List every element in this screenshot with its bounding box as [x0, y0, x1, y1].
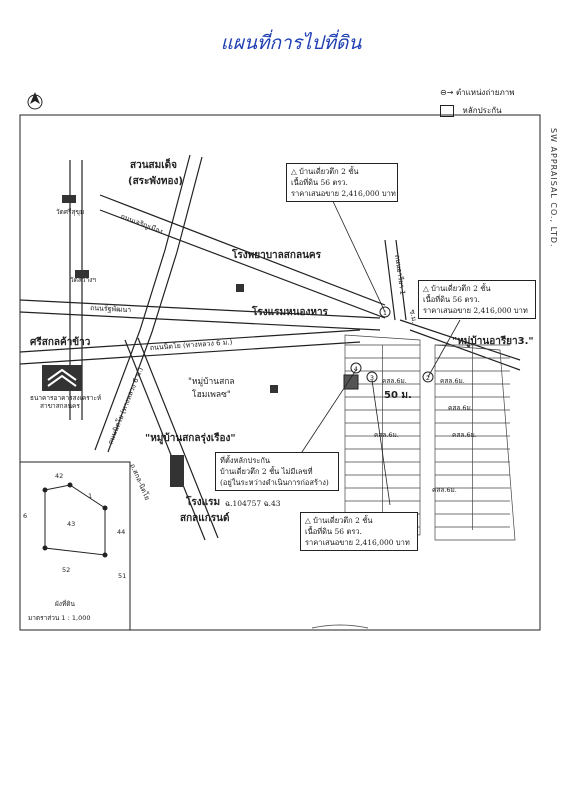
- map-frame: [19, 114, 541, 631]
- road-label-charoen: ถนนเจริญเมือง: [119, 212, 164, 235]
- label-distance: 50 ม.: [384, 390, 412, 401]
- svg-text:3: 3: [370, 374, 374, 382]
- road-label-kos-right: ถนนอารียา 1: [393, 254, 407, 295]
- inset-parcel-1: 1: [88, 492, 92, 500]
- label-wat-suk: วัดศรีสุขุม: [56, 208, 84, 216]
- inset-plan: 42 1 43 44 52 51 6 ผังที่ดิน มาตราส่วน 1…: [19, 461, 131, 631]
- inset-parcel-44: 44: [117, 528, 125, 536]
- stamp-mark: [311, 624, 369, 629]
- inset-parcel-6: 6: [23, 512, 27, 520]
- warning-triangle-icon: △: [291, 167, 297, 176]
- legend-collateral: หลักประกัน: [440, 104, 502, 117]
- label-sa-phang-thong: (สระพังทอง): [128, 175, 183, 187]
- road-label-grid3: คสล.6ม.: [448, 404, 473, 412]
- deed-number: ฉ.104757 ฉ.43: [225, 499, 281, 508]
- label-village-sakon2: โฮมเพลซ": [192, 389, 231, 400]
- square-icon: [440, 104, 454, 117]
- hotel-building: [170, 455, 184, 487]
- label-village-rung: "หมู่บ้านสกลรุ่งเรือง": [145, 432, 236, 445]
- label-hotel-nong: โรงแรมหนองหาร: [251, 305, 329, 318]
- callout-subject: ที่ตั้งหลักประกัน บ้านเดี่ยวตึก 2 ชั้น ไ…: [215, 452, 339, 491]
- callout-bottom: △ บ้านเดี่ยวตึก 2 ชั้น เนื้อที่ดิน 56 ตร…: [300, 512, 418, 551]
- label-village-arya: "หมู่บ้านอารียา3.": [452, 335, 534, 348]
- svg-text:1: 1: [383, 309, 387, 317]
- legend-photo: ⊖→ ตำแหน่งถ่ายภาพ: [440, 88, 515, 97]
- warning-triangle-icon: △: [423, 284, 429, 293]
- inset-parcel-43: 43: [67, 520, 75, 528]
- village-parcels: [344, 334, 516, 541]
- road-label-grid6: คสล.6ม.: [432, 486, 457, 494]
- warning-triangle-icon: △: [305, 516, 311, 525]
- subject-parcel: [343, 374, 359, 390]
- label-suan-somdet: สวนสมเด็จ: [130, 157, 177, 171]
- svg-text:4: 4: [354, 365, 358, 373]
- inset-parcel-52: 52: [62, 566, 70, 574]
- road-label-grid4: คสล.6ม.: [374, 431, 399, 439]
- label-hotel-grand2: สกลแกรนด์: [180, 512, 230, 524]
- road-label-kos-left: ถ.สกล-นิตโย: [128, 462, 152, 501]
- inset-parcel-51: 51: [118, 572, 126, 580]
- road-label-grid2: คสล.6ม.: [440, 377, 465, 385]
- label-market: ศรีสกลค้าข้าว: [30, 336, 91, 348]
- bank-logo-icon: [42, 365, 82, 391]
- road-charoen-mueang: [99, 194, 386, 306]
- north-arrow-icon: [27, 92, 43, 110]
- road-label-grid1: คสล.6ม.: [382, 377, 407, 385]
- label-bank-branch: สาขาสกลนคร: [40, 402, 80, 410]
- inset-caption: ผังที่ดิน: [55, 599, 75, 608]
- page-title: แผนที่การไปที่ดิน: [220, 32, 362, 54]
- road-label-sukkasem: ถนนนิตโย (ทางหลวง 6 ม.): [150, 337, 233, 352]
- callout-right: △ บ้านเดี่ยวตึก 2 ชั้น เนื้อที่ดิน 56 ตร…: [418, 280, 536, 319]
- road-label-soi-a: ซ.ม.: [408, 309, 418, 324]
- road-label-grid5: คสล.6ม.: [452, 431, 477, 439]
- label-village-sakon: "หมู่บ้านสกล: [188, 376, 235, 387]
- svg-text:2: 2: [426, 374, 430, 382]
- road-label-ratpattana: ถนนรัฐพัฒนา: [90, 304, 132, 314]
- inset-scale: มาตราส่วน 1 : 1,000: [28, 614, 91, 622]
- callout-top: △ บ้านเดี่ยวตึก 2 ชั้น เนื้อที่ดิน 56 ตร…: [286, 163, 398, 202]
- vendor-watermark: SW APPRAISAL CO., LTD.: [549, 128, 558, 248]
- label-wat-sawang: วัดสว่างฯ: [70, 276, 96, 284]
- inset-parcel-42: 42: [55, 472, 63, 480]
- marker-4: 4: [350, 362, 362, 374]
- camera-position-icon: ⊖→: [440, 88, 454, 97]
- label-hotel-grand: โรงแรม: [185, 495, 220, 508]
- label-hospital: โรงพยาบาลสกลนคร: [231, 248, 322, 261]
- building-icons: [62, 195, 278, 393]
- label-bank: ธนาคารอาคารสงเคราะห์: [30, 394, 101, 402]
